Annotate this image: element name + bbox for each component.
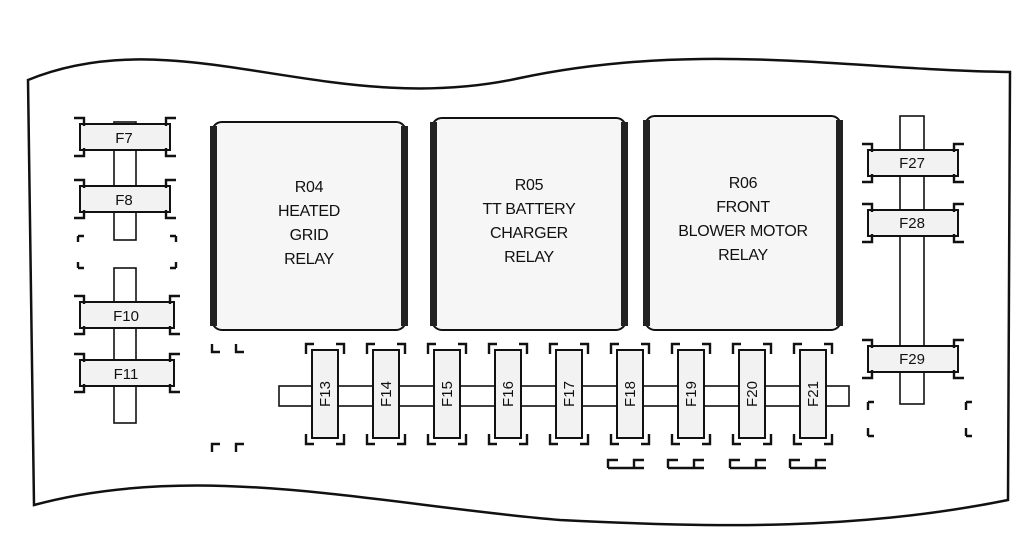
relay-r06-line-2: FRONT — [716, 199, 770, 216]
empty-slot-left-1 — [76, 234, 178, 270]
fuse-f13-label: F13 — [317, 381, 334, 407]
relay-r06[interactable]: R06 FRONT BLOWER MOTOR RELAY — [643, 115, 843, 331]
fuse-f28-label: F28 — [899, 215, 925, 232]
fuse-f15-label: F15 — [439, 381, 456, 407]
relay-r04[interactable]: R04 HEATED GRID RELAY — [210, 121, 408, 331]
fuse-f15[interactable]: F15 — [426, 342, 468, 446]
left-rail-bottom — [113, 267, 137, 424]
fuse-f8-label: F8 — [115, 192, 133, 209]
fuse-f17-label: F17 — [561, 381, 578, 407]
relay-r05[interactable]: R05 TT BATTERY CHARGER RELAY — [430, 117, 628, 331]
relay-r05-line-4: RELAY — [504, 249, 554, 266]
fuse-f19-label: F19 — [683, 381, 700, 407]
fuse-f19[interactable]: F19 — [670, 342, 712, 446]
fuse-f28[interactable]: F28 — [862, 202, 964, 244]
fuse-f16-label: F16 — [500, 381, 517, 407]
fuse-f21[interactable]: F21 — [792, 342, 834, 446]
fuse-f20[interactable]: F20 — [731, 342, 773, 446]
fuse-f14-label: F14 — [378, 381, 395, 407]
fuse-f10[interactable]: F10 — [74, 294, 180, 336]
fuse-f29[interactable]: F29 — [862, 338, 964, 380]
fuse-f10-label: F10 — [113, 308, 139, 325]
fuse-f14[interactable]: F14 — [365, 342, 407, 446]
fuse-box-outline — [26, 57, 1012, 527]
relay-r06-line-3: BLOWER MOTOR — [678, 223, 807, 240]
fuse-f18[interactable]: F18 — [609, 342, 651, 446]
relay-r05-line-2: TT BATTERY — [482, 201, 576, 218]
relay-r04-line-3: GRID — [290, 227, 329, 244]
fuse-f16[interactable]: F16 — [487, 342, 529, 446]
fuse-f11-label: F11 — [114, 366, 139, 383]
relay-r04-line-2: HEATED — [278, 203, 340, 220]
relay-r06-line-1: R06 — [729, 175, 758, 192]
fuse-f7[interactable]: F7 — [74, 116, 176, 158]
fuse-f27-label: F27 — [899, 155, 925, 172]
fuse-f29-label: F29 — [899, 351, 925, 368]
fuse-f17[interactable]: F17 — [548, 342, 590, 446]
relay-r05-line-3: CHARGER — [490, 225, 568, 242]
fuse-f21-label: F21 — [805, 381, 822, 407]
relay-r05-line-1: R05 — [515, 177, 544, 194]
fuse-f7-label: F7 — [115, 130, 133, 147]
relay-r06-line-4: RELAY — [718, 247, 768, 264]
fuse-f13[interactable]: F13 — [304, 342, 346, 446]
empty-slot-bottom-clips — [606, 458, 826, 470]
empty-slot-right-clips — [866, 400, 972, 438]
fuse-f8[interactable]: F8 — [74, 178, 176, 220]
relay-r04-line-4: RELAY — [284, 251, 334, 268]
empty-slot-relay-clips — [210, 344, 244, 452]
bottom-fuse-row: F13 F14 F15 F16 F17 F18 F19 F20 F21 — [304, 342, 834, 446]
relay-r04-line-1: R04 — [295, 179, 324, 196]
fuse-f11[interactable]: F11 — [74, 352, 180, 394]
fuse-f27[interactable]: F27 — [862, 142, 964, 184]
fuse-f18-label: F18 — [622, 381, 639, 407]
fuse-f20-label: F20 — [744, 381, 761, 407]
